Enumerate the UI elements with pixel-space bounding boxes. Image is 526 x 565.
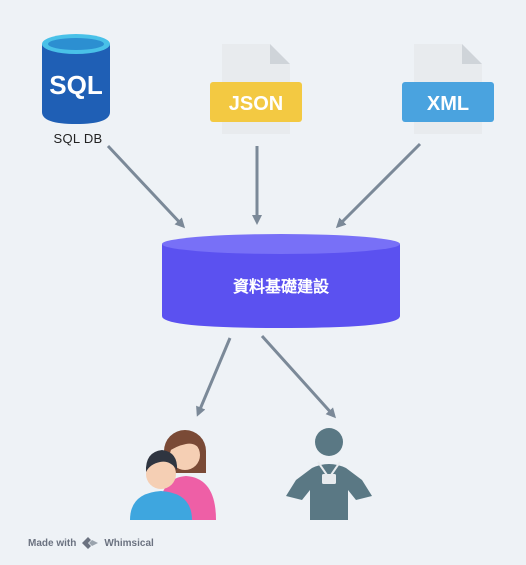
data-infrastructure-database: 資料基礎建設	[162, 234, 400, 328]
employee-icon	[286, 428, 372, 520]
arrow-xml-to-db	[335, 142, 422, 229]
whimsical-logo-icon	[82, 537, 99, 549]
database-label: 資料基礎建設	[233, 277, 330, 296]
arrow-db-to-users	[196, 337, 232, 417]
users-icon	[130, 430, 216, 520]
json-label: JSON	[229, 93, 283, 115]
xml-file-icon: XML	[402, 44, 494, 134]
arrow-sql-to-db	[106, 144, 186, 229]
json-file-icon: JSON	[210, 44, 302, 134]
xml-label: XML	[427, 93, 469, 115]
sql-database-icon: SQL	[42, 34, 110, 124]
made-with-whimsical-footer: Made with Whimsical	[28, 536, 154, 550]
sql-icon-text: SQL	[49, 70, 103, 100]
made-with-text: Made with	[28, 537, 77, 549]
whimsical-brand-text: Whimsical	[104, 537, 154, 549]
sql-db-caption: SQL DB	[53, 131, 103, 146]
arrow-db-to-employee	[260, 334, 337, 419]
